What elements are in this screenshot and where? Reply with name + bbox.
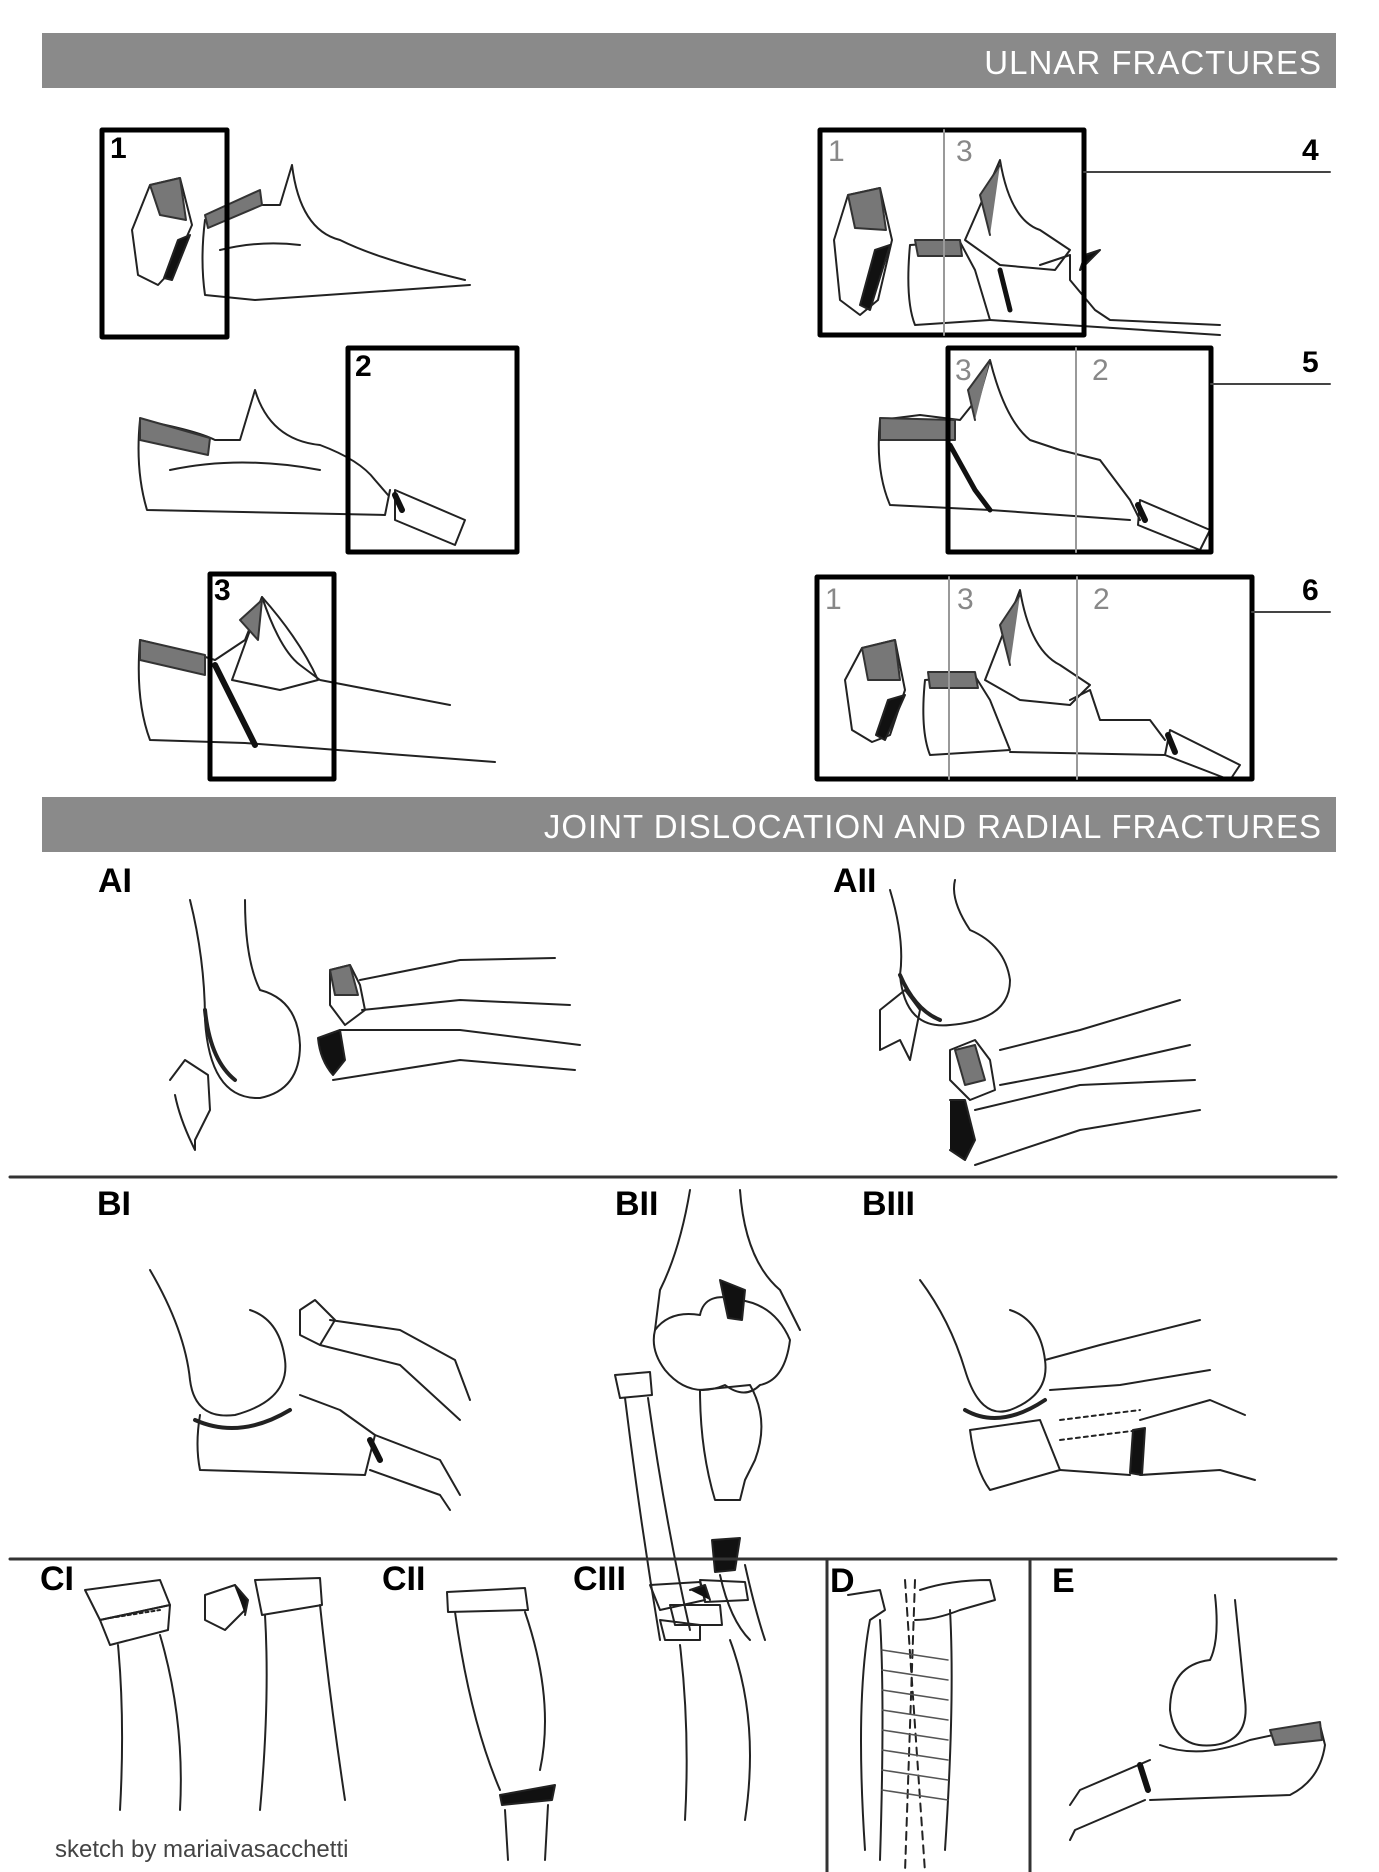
ulnar-fractures-title: ULNAR FRACTURES bbox=[984, 44, 1322, 81]
panel-6-label: 6 bbox=[1302, 574, 1319, 607]
panel-CIII-comminuted-fracture bbox=[649, 1579, 751, 1821]
panel-4-frame bbox=[817, 127, 1087, 338]
panel-CII-label: CII bbox=[382, 1560, 426, 1598]
panel-3-frame bbox=[207, 571, 337, 782]
panel-2-shaft-fracture bbox=[137, 389, 466, 546]
panel-6-sub-2: 2 bbox=[1093, 583, 1110, 616]
panel-5-sub-3: 3 bbox=[955, 354, 972, 387]
panel-E-label: E bbox=[1052, 1562, 1075, 1600]
joint-dislocation-title: JOINT DISLOCATION AND RADIAL FRACTURES bbox=[543, 808, 1322, 845]
panel-5-sub-2: 2 bbox=[1092, 354, 1109, 387]
panel-E-distal-dislocation bbox=[1069, 1594, 1326, 1841]
panel-5-combined-fracture bbox=[877, 359, 1211, 551]
panel-3-label: 3 bbox=[214, 574, 231, 607]
panel-BIII-fracture bbox=[919, 1279, 1256, 1491]
panel-4-combined-fracture bbox=[833, 159, 1221, 336]
panel-CI-radial-head-fracture bbox=[84, 1577, 346, 1811]
panel-4-sub-1: 1 bbox=[828, 135, 845, 168]
panel-4-label: 4 bbox=[1302, 134, 1319, 167]
panel-6-combined-fracture bbox=[844, 589, 1241, 781]
panel-1-label: 1 bbox=[110, 132, 127, 165]
panel-3-coronoid-fracture bbox=[137, 596, 496, 763]
panel-AI-dislocation bbox=[169, 899, 581, 1151]
sketch-credit: sketch by mariaivasacchetti bbox=[55, 1836, 349, 1863]
panel-CIII-label: CIII bbox=[573, 1560, 626, 1598]
panel-BIII-label: BIII bbox=[862, 1185, 915, 1223]
panel-CII-neck-fracture bbox=[446, 1587, 556, 1861]
panel-AII-label: AII bbox=[833, 862, 877, 900]
panel-2-frame bbox=[345, 345, 520, 555]
panel-BII-fracture bbox=[614, 1189, 801, 1641]
panel-CI-label: CI bbox=[40, 1560, 74, 1598]
panel-1-olecranon-fracture bbox=[131, 164, 471, 301]
panel-D-interosseous-membrane bbox=[847, 1579, 996, 1872]
panel-6-frame bbox=[814, 574, 1255, 782]
panel-4-sub-3: 3 bbox=[956, 135, 973, 168]
panel-6-sub-1: 1 bbox=[825, 583, 842, 616]
ulnar-fractures-banner: ULNAR FRACTURES bbox=[42, 33, 1336, 88]
panel-6-sub-3: 3 bbox=[957, 583, 974, 616]
panel-AI-label: AI bbox=[98, 862, 132, 900]
panel-BI-fracture bbox=[149, 1269, 471, 1511]
joint-dislocation-banner: JOINT DISLOCATION AND RADIAL FRACTURES bbox=[42, 797, 1336, 852]
panel-D-label: D bbox=[830, 1562, 855, 1600]
panel-5-frame bbox=[945, 345, 1214, 555]
panel-BII-label: BII bbox=[615, 1185, 659, 1223]
panel-1-frame bbox=[99, 127, 230, 340]
panel-5-label: 5 bbox=[1302, 346, 1319, 379]
panel-AII-dislocation bbox=[879, 879, 1201, 1166]
panel-BI-label: BI bbox=[97, 1185, 131, 1223]
panel-2-label: 2 bbox=[355, 350, 372, 383]
